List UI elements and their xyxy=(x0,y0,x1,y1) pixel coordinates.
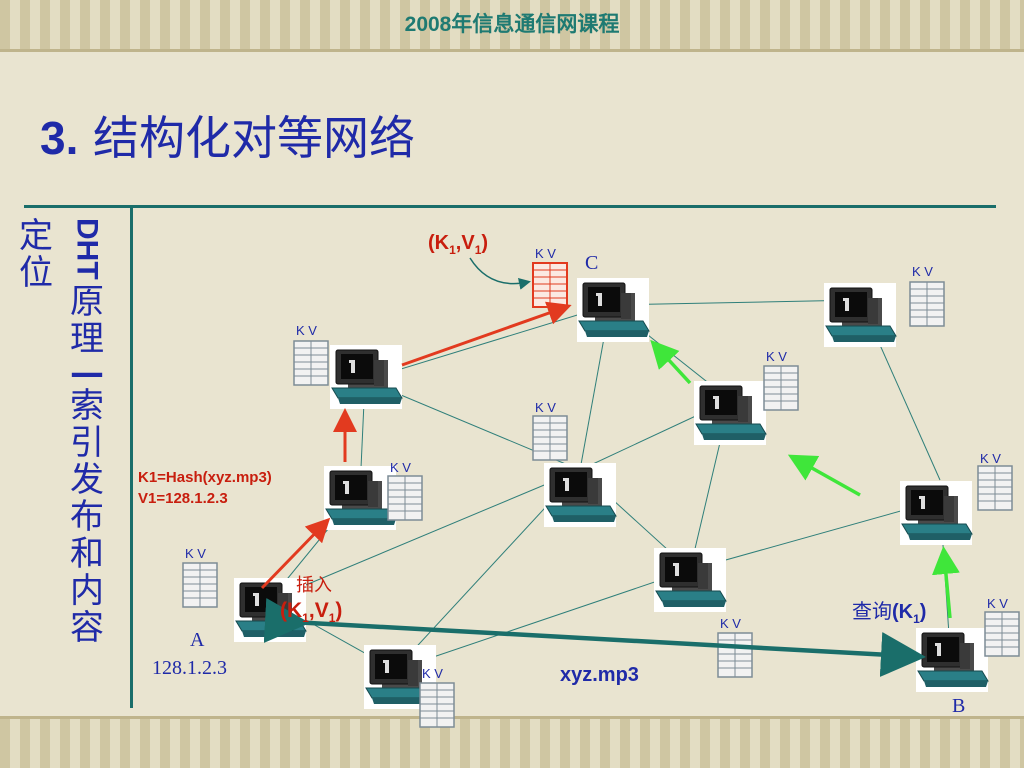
computer-icon xyxy=(543,462,617,528)
transfer-arrow xyxy=(263,598,926,677)
bottom-border xyxy=(0,716,1024,768)
query-label: 查询(K1) xyxy=(852,599,927,626)
node-a-address: 128.1.2.3 xyxy=(152,657,227,679)
side-topic-char: 布 xyxy=(70,496,104,537)
kv-header: K V xyxy=(720,616,741,631)
side-topic-char: 内 xyxy=(70,570,104,611)
slide-title: 3. 结构化对等网络 xyxy=(40,102,415,168)
pointer-arrow xyxy=(469,257,531,290)
query-path xyxy=(650,339,960,619)
kv-table-icon xyxy=(717,632,753,678)
computer-icon xyxy=(653,547,727,613)
kv-table-icon xyxy=(419,682,455,728)
kv-table-icon xyxy=(293,340,329,386)
side-topic-char: 和 xyxy=(70,533,104,574)
kv-table-icon xyxy=(532,415,568,461)
side-topic-char: 容 xyxy=(70,607,104,648)
insert-label: 插入 xyxy=(296,575,332,596)
kv-header: K V xyxy=(766,349,787,364)
kv-header: K V xyxy=(535,246,556,261)
kv-header: K V xyxy=(296,323,317,338)
horizontal-rule xyxy=(24,205,996,208)
computer-icon xyxy=(329,344,403,410)
kv-header: K V xyxy=(185,546,206,561)
kv-header: K V xyxy=(912,264,933,279)
side-locate-char: 位 xyxy=(19,253,53,293)
title-text: 结构化对等网络 xyxy=(93,111,415,165)
computer-icon xyxy=(899,480,973,546)
computer-icon-c xyxy=(576,277,650,343)
side-label-topic: DHT 原理 — 索引发布和内容 xyxy=(62,218,112,647)
kv-table-icon-highlighted xyxy=(532,262,568,308)
computer-icon xyxy=(823,282,897,348)
kv-table-icon xyxy=(909,281,945,327)
course-header: 2008年信息通信网课程 xyxy=(404,13,620,36)
kv-header: K V xyxy=(390,460,411,475)
side-topic-line1: 原理 xyxy=(62,281,112,359)
side-topic-char: 索 xyxy=(70,385,104,426)
side-topic-char: 发 xyxy=(70,459,104,500)
node-label-a: A xyxy=(190,629,205,651)
kv-table-icon xyxy=(763,365,799,411)
node-label-b: B xyxy=(952,695,966,717)
kv-table-icon xyxy=(984,611,1020,657)
kv-header: K V xyxy=(535,400,556,415)
side-topic-char: 原 xyxy=(70,281,104,322)
kv-header: K V xyxy=(422,666,443,681)
side-dht: DHT xyxy=(70,218,104,280)
pair-label-top: (K1,V1) xyxy=(428,232,489,257)
node-label-c: C xyxy=(585,252,599,274)
computer-icon xyxy=(693,380,767,446)
kv-header: K V xyxy=(987,596,1008,611)
side-topic-char: 引 xyxy=(70,422,104,463)
side-locate-char: 定 xyxy=(19,216,53,256)
insert-path xyxy=(260,301,572,590)
top-border xyxy=(0,0,1024,52)
insert-pair-label: (K1,V1) xyxy=(280,599,343,626)
kv-table-icon xyxy=(182,562,218,608)
side-topic-line2: 索引发布和内容 xyxy=(62,385,112,648)
side-dash: — xyxy=(70,352,104,393)
hash-label: K1=Hash(xyz.mp3)V1=128.1.2.3 xyxy=(138,469,272,507)
computer-icon xyxy=(323,465,397,531)
title-number: 3. xyxy=(40,112,79,164)
kv-header: K V xyxy=(980,451,1001,466)
side-topic-char: 理 xyxy=(70,318,104,359)
computer-icon-b xyxy=(915,627,989,693)
kv-table-icon xyxy=(387,475,423,521)
kv-table-icon xyxy=(977,465,1013,511)
side-label-locate: 定位 xyxy=(16,218,56,292)
vertical-rule xyxy=(130,208,133,708)
file-label: xyz.mp3 xyxy=(560,664,639,686)
